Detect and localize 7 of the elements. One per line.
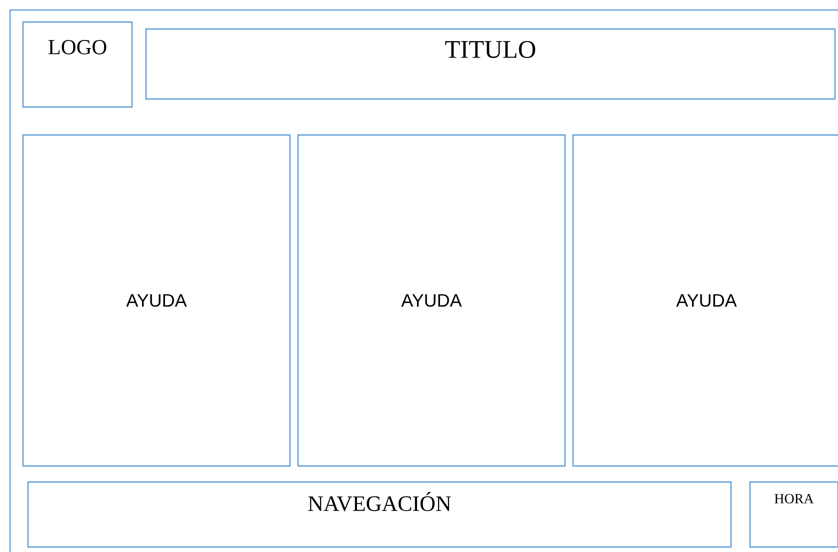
content-panel: AYUDA (297, 134, 566, 467)
header-box: LOGO (22, 21, 133, 108)
navigation-bar: NAVEGACIÓN (27, 481, 732, 548)
content-panel: AYUDA (22, 134, 291, 467)
content-panel: AYUDA (572, 134, 838, 467)
title-box: TITULO (145, 28, 836, 100)
time-box: HORA (749, 481, 838, 548)
